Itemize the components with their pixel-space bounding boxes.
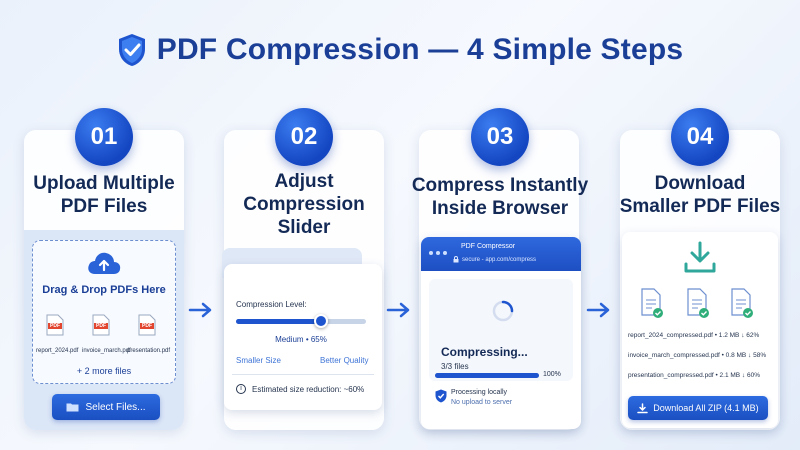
arrow-right-icon bbox=[386, 302, 410, 318]
url-text: secure - app.com/compress bbox=[462, 256, 537, 263]
step-title-2: Adjust Compression Slider bbox=[243, 171, 365, 238]
step-badge-4: 04 bbox=[671, 108, 729, 166]
file-name: presentation.pdf bbox=[127, 348, 171, 354]
file-name: report_2024.pdf bbox=[36, 348, 79, 354]
progress-bar bbox=[435, 373, 539, 378]
no-upload-label: No upload to server bbox=[451, 399, 513, 406]
info-icon: i bbox=[236, 384, 246, 394]
folder-icon bbox=[66, 403, 79, 412]
step-title-1: Upload Multiple PDF Files bbox=[33, 173, 175, 217]
download-all-button[interactable]: Download All ZIP (4.1 MB) bbox=[628, 396, 768, 420]
compressed-file-icon bbox=[687, 288, 709, 318]
slider-fill bbox=[236, 319, 321, 324]
compression-level-label: Compression Level: bbox=[236, 300, 307, 309]
progress-percent: 100% bbox=[543, 371, 561, 378]
processing-locally-label: Processing locally bbox=[451, 389, 508, 396]
pdf-badge-text: PDF bbox=[142, 323, 152, 329]
page-title: PDF Compression — 4 Simple Steps bbox=[156, 33, 684, 66]
lock-icon bbox=[453, 256, 459, 263]
download-icon bbox=[637, 402, 649, 413]
download-icon bbox=[684, 241, 716, 273]
select-files-label: Select Files... bbox=[85, 401, 146, 413]
address-bar: secure - app.com/compress bbox=[453, 256, 536, 263]
download-all-label: Download All ZIP (4.1 MB) bbox=[653, 403, 759, 413]
cloud-upload-icon bbox=[88, 252, 121, 274]
pdf-file-icon bbox=[46, 314, 64, 336]
compression-slider[interactable] bbox=[236, 314, 366, 328]
select-files-button[interactable]: Select Files... bbox=[52, 394, 160, 420]
more-files-label: + 2 more files bbox=[76, 366, 132, 376]
pdf-file-icon bbox=[92, 314, 110, 336]
slider-thumb[interactable] bbox=[313, 314, 328, 328]
step-title-3: Compress Instantly Inside Browser bbox=[411, 175, 589, 219]
estimate-label: Estimated size reduction: ~60% bbox=[252, 385, 365, 394]
progress-fill bbox=[435, 373, 539, 378]
browser-header: PDF Compressor secure - app.com/compress bbox=[421, 237, 581, 271]
browser-window: PDF Compressor secure - app.com/compress… bbox=[421, 237, 581, 429]
shield-check-icon bbox=[117, 33, 147, 67]
compressed-file-icon bbox=[731, 288, 753, 318]
compressing-status: Compressing... bbox=[441, 345, 528, 359]
pdf-badge-text: PDF bbox=[50, 323, 60, 329]
compressed-file-icon bbox=[641, 288, 663, 318]
slider-min-label: Smaller Size bbox=[236, 356, 281, 365]
drop-zone-label: Drag & Drop PDFs Here bbox=[42, 284, 166, 296]
slider-panel bbox=[224, 264, 382, 410]
arrow-right-icon bbox=[188, 302, 212, 318]
window-dots bbox=[429, 251, 447, 255]
file-count: 3/3 files bbox=[441, 362, 469, 371]
step-badge-2: 02 bbox=[275, 108, 333, 166]
slider-value-label: Medium • 65% bbox=[275, 335, 327, 344]
step-badge-3: 03 bbox=[471, 108, 529, 166]
file-name: invoice_march.pdf bbox=[82, 348, 131, 354]
compress-status-panel: Compressing... 3/3 files bbox=[429, 279, 573, 381]
spinner-icon bbox=[492, 300, 514, 322]
divider bbox=[232, 374, 374, 375]
pdf-file-icon bbox=[138, 314, 156, 336]
slider-max-label: Better Quality bbox=[320, 356, 369, 365]
download-panel bbox=[622, 232, 778, 428]
browser-title: PDF Compressor bbox=[461, 243, 516, 250]
result-row: invoice_march_compressed.pdf • 0.8 MB ↓ … bbox=[628, 352, 767, 359]
step-title-4: Download Smaller PDF Files bbox=[619, 173, 781, 217]
result-row: presentation_compressed.pdf • 2.1 MB ↓ 6… bbox=[628, 372, 760, 379]
step-badge-1: 01 bbox=[75, 108, 133, 166]
arrow-right-icon bbox=[586, 302, 610, 318]
shield-check-icon bbox=[435, 389, 447, 403]
header: PDF Compression — 4 Simple Steps bbox=[0, 30, 800, 70]
result-row: report_2024_compressed.pdf • 1.2 MB ↓ 62… bbox=[628, 332, 760, 339]
pdf-badge-text: PDF bbox=[96, 323, 106, 329]
